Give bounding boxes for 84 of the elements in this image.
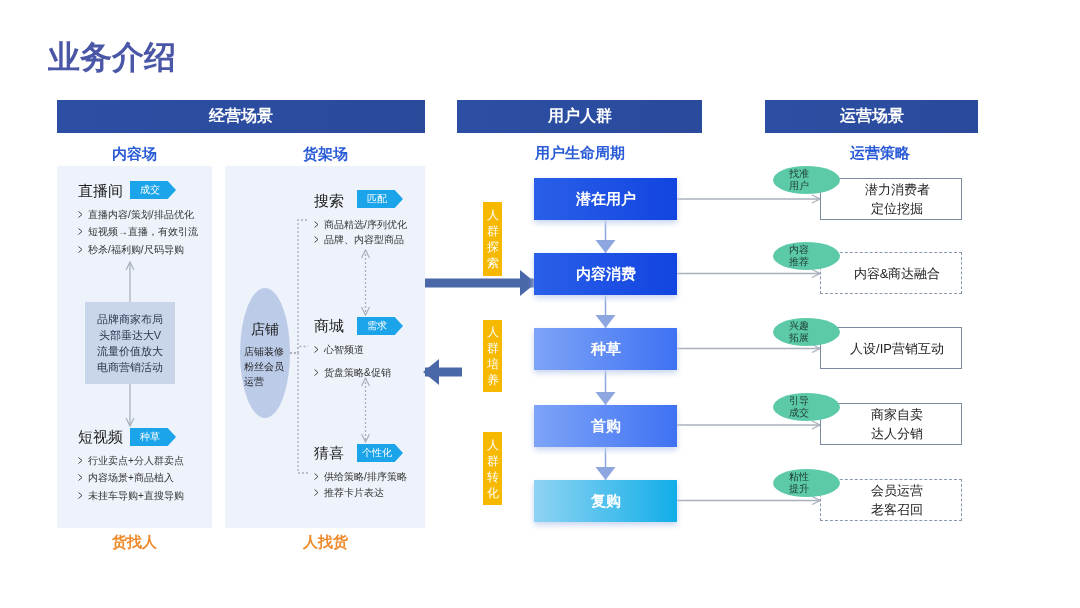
- stage-band: 人群培养: [483, 320, 502, 392]
- box-text: 流量价值放大: [97, 344, 163, 359]
- block-arrow: [425, 270, 536, 296]
- section-heading: 商城: [314, 317, 344, 336]
- ellipse-title: 店铺: [250, 319, 280, 339]
- strategy-pill: [773, 318, 840, 346]
- bullet-item: 内容场景+商品植入: [88, 471, 174, 485]
- strategy-pill: [773, 393, 840, 421]
- box-text: 商家自卖达人分销: [871, 406, 923, 443]
- stage-band: 人群探索: [483, 202, 502, 276]
- box-text: 电商营销活动: [97, 360, 163, 375]
- chevron-arrow: [595, 446, 616, 481]
- panel-caption: 人找货: [301, 533, 349, 552]
- bullet-item: 短视频→直播，有效引流: [88, 225, 198, 239]
- section-heading: 直播间: [78, 182, 123, 201]
- bullet-item: 直播内容/策划/排品优化: [88, 208, 194, 221]
- stage-box: 首购: [534, 405, 677, 447]
- strategy-pill: [773, 242, 840, 270]
- box-text: 头部垂达大V: [98, 328, 162, 343]
- stage-box: 潜在用户: [534, 178, 677, 220]
- header-band: 经营场景: [57, 100, 425, 133]
- section-heading: 猜喜: [314, 444, 344, 463]
- panel-heading: 货架场: [301, 145, 349, 164]
- arrow: [676, 495, 821, 506]
- box-text: 潜力消费者定位挖掘: [864, 181, 930, 218]
- info-box: [85, 302, 175, 384]
- bullet-item: 货盘策略&促销: [324, 366, 391, 379]
- strategy-box: [820, 479, 962, 521]
- arrow: [676, 268, 821, 279]
- bullet-item: 品牌、内容型商品: [324, 233, 404, 246]
- dotted-bracket-line: [289, 352, 309, 474]
- pill-text: 粘性提升: [789, 471, 810, 495]
- chevron-arrow: [595, 219, 616, 254]
- header-band: 用户人群: [457, 100, 702, 133]
- tag-label: 需求: [357, 317, 403, 335]
- column-subheading: 运营策略: [849, 144, 911, 163]
- bullet-item: 供给策略/排序策略: [324, 470, 407, 483]
- bullet-item: 行业卖点+分人群卖点: [88, 454, 184, 467]
- stage-box: 复购: [534, 480, 677, 522]
- strategy-box: [820, 252, 962, 294]
- bullet-item: 未挂车导购+直搜导购: [88, 488, 184, 502]
- header-band: 运营场景: [765, 100, 978, 133]
- double-arrow: [360, 377, 371, 443]
- page-title: 业务介绍: [48, 38, 176, 77]
- box-text: 会员运营老客召回: [871, 482, 923, 519]
- arrow: [676, 420, 821, 430]
- chevron-arrow: [595, 369, 616, 406]
- stage-box: 内容消费: [534, 253, 677, 295]
- column-subheading: 用户生命周期: [534, 144, 626, 163]
- box-text: 品牌商家布局: [97, 312, 163, 327]
- box-text: 人设/IP营销互动: [850, 339, 944, 358]
- strategy-pill: [773, 166, 840, 194]
- bullet-item: 心智频道: [324, 343, 364, 356]
- section-heading: 搜索: [314, 192, 344, 211]
- stage-band: 人群转化: [483, 432, 502, 505]
- section-heading: 短视频: [78, 428, 123, 447]
- tag-label: 成交: [130, 181, 176, 199]
- tag-label: 种草: [130, 428, 176, 446]
- arrow: [676, 194, 821, 204]
- ellipse-text: 店铺装修: [244, 344, 285, 359]
- panel-heading: 内容场: [111, 145, 158, 164]
- strategy-box: [820, 327, 962, 369]
- box-text: 内容&商达融合: [853, 264, 941, 283]
- arrow: [676, 343, 821, 354]
- bullet-item: 推荐卡片表达: [324, 486, 384, 499]
- double-arrow: [360, 249, 371, 316]
- ellipse-text: 粉丝会员运营: [244, 359, 285, 389]
- chevron-arrow: [595, 294, 616, 329]
- tag-label: 匹配: [357, 190, 403, 208]
- panel-caption: 货找人: [111, 533, 158, 552]
- pill-text: 引导成交: [789, 395, 810, 419]
- pill-text: 内容推荐: [789, 244, 810, 268]
- block-arrow: [423, 359, 462, 385]
- strategy-box: [820, 178, 962, 220]
- pill-text: 找准用户: [789, 168, 810, 192]
- stage-box: 种草: [534, 328, 677, 370]
- strategy-pill: [773, 469, 840, 497]
- pill-text: 兴趣拓展: [789, 320, 810, 344]
- arrow: [125, 383, 135, 427]
- tag-label: 个性化: [357, 444, 403, 462]
- bullet-item: 商品精选/序列优化: [324, 218, 407, 231]
- arrow: [125, 261, 135, 303]
- bullet-item: 秒杀/福利购/尺码导购: [88, 242, 184, 256]
- strategy-box: [820, 403, 962, 445]
